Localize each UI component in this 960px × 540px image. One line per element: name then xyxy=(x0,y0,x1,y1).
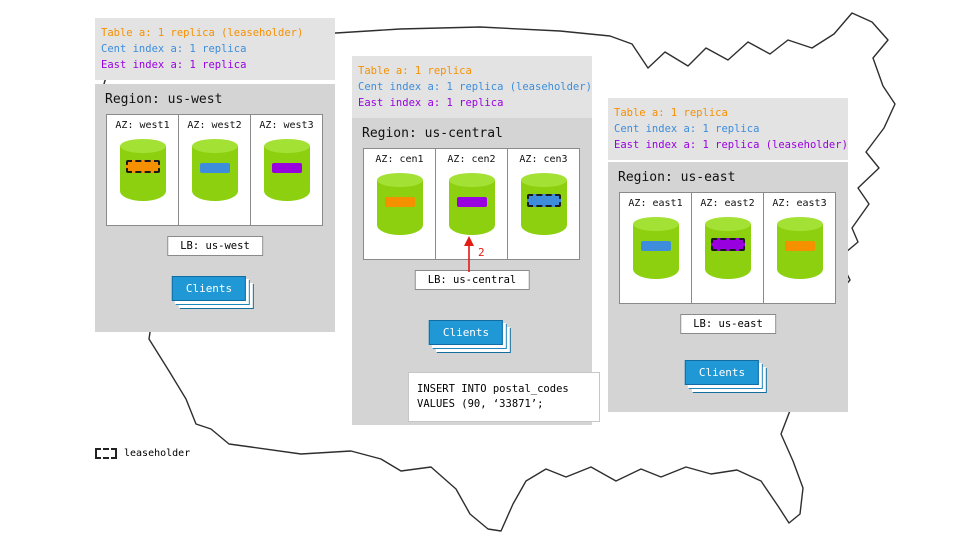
cylinder-top xyxy=(632,217,679,231)
cylinder-body xyxy=(191,146,238,201)
az-label: AZ: cen3 xyxy=(519,154,568,165)
az-label: AZ: west1 xyxy=(115,120,170,131)
replica-bar xyxy=(784,241,815,251)
az-label: AZ: west2 xyxy=(187,120,242,131)
cylinder-body xyxy=(520,180,567,235)
clients-node-us-west: Clients xyxy=(171,276,247,301)
database-cylinder xyxy=(119,139,166,201)
cylinder-top xyxy=(704,217,751,231)
legend-line-east-index: East index a: 1 replica (leaseholder) xyxy=(614,139,848,151)
legend-line-cent-index: Cent index a: 1 replica xyxy=(101,43,247,55)
legend-line-table: Table a: 1 replica xyxy=(358,65,472,77)
database-cylinder xyxy=(520,173,567,235)
legend-line-east-index: East index a: 1 replica xyxy=(358,97,504,109)
load-balancer-us-central: LB: us-central xyxy=(414,270,530,290)
az-box-east2: AZ: east2 xyxy=(691,192,764,304)
cylinder-top xyxy=(376,173,423,187)
az-box-cen1: AZ: cen1 xyxy=(363,148,436,260)
replica-bar xyxy=(199,163,230,173)
az-box-west1: AZ: west1 xyxy=(106,114,179,226)
az-box-west3: AZ: west3 xyxy=(250,114,323,226)
az-label: AZ: east3 xyxy=(772,198,827,209)
az-box-east1: AZ: east1 xyxy=(619,192,692,304)
az-label: AZ: cen2 xyxy=(447,154,496,165)
replica-bar xyxy=(271,163,302,173)
az-row: AZ: west1 AZ: west2 AZ: west3 xyxy=(106,114,323,226)
cylinder-top xyxy=(520,173,567,187)
leaseholder-swatch xyxy=(95,448,117,459)
database-cylinder xyxy=(263,139,310,201)
cylinder-top xyxy=(776,217,823,231)
az-row: AZ: cen1 AZ: cen2 AZ: cen3 xyxy=(363,148,580,260)
cylinder-top xyxy=(119,139,166,153)
az-box-west2: AZ: west2 xyxy=(178,114,251,226)
legend-line-cent-index: Cent index a: 1 replica (leaseholder) xyxy=(358,81,592,93)
az-box-cen3: AZ: cen3 xyxy=(507,148,580,260)
database-cylinder xyxy=(448,173,495,235)
legend-line-east-index: East index a: 1 replica xyxy=(101,59,247,71)
region-title: Region: us-central xyxy=(362,126,503,141)
database-cylinder xyxy=(191,139,238,201)
database-cylinder xyxy=(704,217,751,279)
az-row: AZ: east1 AZ: east2 AZ: east3 xyxy=(619,192,836,304)
az-label: AZ: east2 xyxy=(700,198,755,209)
az-label: AZ: cen1 xyxy=(375,154,424,165)
cylinder-body xyxy=(448,180,495,235)
replica-bar xyxy=(526,194,561,207)
region-panel-us-central: Region: us-central AZ: cen1 AZ: cen2 xyxy=(352,118,592,425)
legend-line-table: Table a: 1 replica xyxy=(614,107,728,119)
cylinder-body xyxy=(376,180,423,235)
clients-node-us-east: Clients xyxy=(684,360,760,385)
region-panel-us-west: Region: us-west AZ: west1 AZ: west2 xyxy=(95,84,335,332)
insert-step-number: 2 xyxy=(478,246,485,259)
cylinder-body xyxy=(119,146,166,201)
cylinder-body xyxy=(704,224,751,279)
database-cylinder xyxy=(376,173,423,235)
replica-legend-us-central: Table a: 1 replica Cent index a: 1 repli… xyxy=(352,56,592,118)
region-panel-us-east: Region: us-east AZ: east1 AZ: east2 xyxy=(608,162,848,412)
sql-line-2: VALUES (90, ‘33871’; xyxy=(417,398,544,410)
leaseholder-key-label: leaseholder xyxy=(124,448,191,459)
load-balancer-us-west: LB: us-west xyxy=(167,236,263,256)
legend-line-table: Table a: 1 replica (leaseholder) xyxy=(101,27,304,39)
az-box-east3: AZ: east3 xyxy=(763,192,836,304)
sql-statement-box: INSERT INTO postal_codes VALUES (90, ‘33… xyxy=(408,372,600,422)
region-title: Region: us-west xyxy=(105,92,223,107)
replica-bar xyxy=(710,238,745,251)
load-balancer-us-east: LB: us-east xyxy=(680,314,776,334)
cylinder-body xyxy=(776,224,823,279)
replica-bar xyxy=(125,160,160,173)
leaseholder-key: leaseholder xyxy=(95,448,190,459)
legend-line-cent-index: Cent index a: 1 replica xyxy=(614,123,760,135)
database-cylinder xyxy=(632,217,679,279)
replica-bar xyxy=(384,197,415,207)
az-box-cen2: AZ: cen2 xyxy=(435,148,508,260)
cylinder-top xyxy=(191,139,238,153)
replica-legend-us-west: Table a: 1 replica (leaseholder) Cent in… xyxy=(95,18,335,80)
cylinder-top xyxy=(263,139,310,153)
cylinder-top xyxy=(448,173,495,187)
cylinder-body xyxy=(263,146,310,201)
region-title: Region: us-east xyxy=(618,170,736,185)
replica-legend-us-east: Table a: 1 replica Cent index a: 1 repli… xyxy=(608,98,848,160)
insert-step-arrow xyxy=(464,236,474,272)
az-label: AZ: east1 xyxy=(628,198,683,209)
sql-line-1: INSERT INTO postal_codes xyxy=(417,383,569,395)
az-label: AZ: west3 xyxy=(259,120,314,131)
replica-bar xyxy=(456,197,487,207)
database-cylinder xyxy=(776,217,823,279)
clients-node-us-central: Clients xyxy=(428,320,504,345)
cylinder-body xyxy=(632,224,679,279)
replica-bar xyxy=(640,241,671,251)
